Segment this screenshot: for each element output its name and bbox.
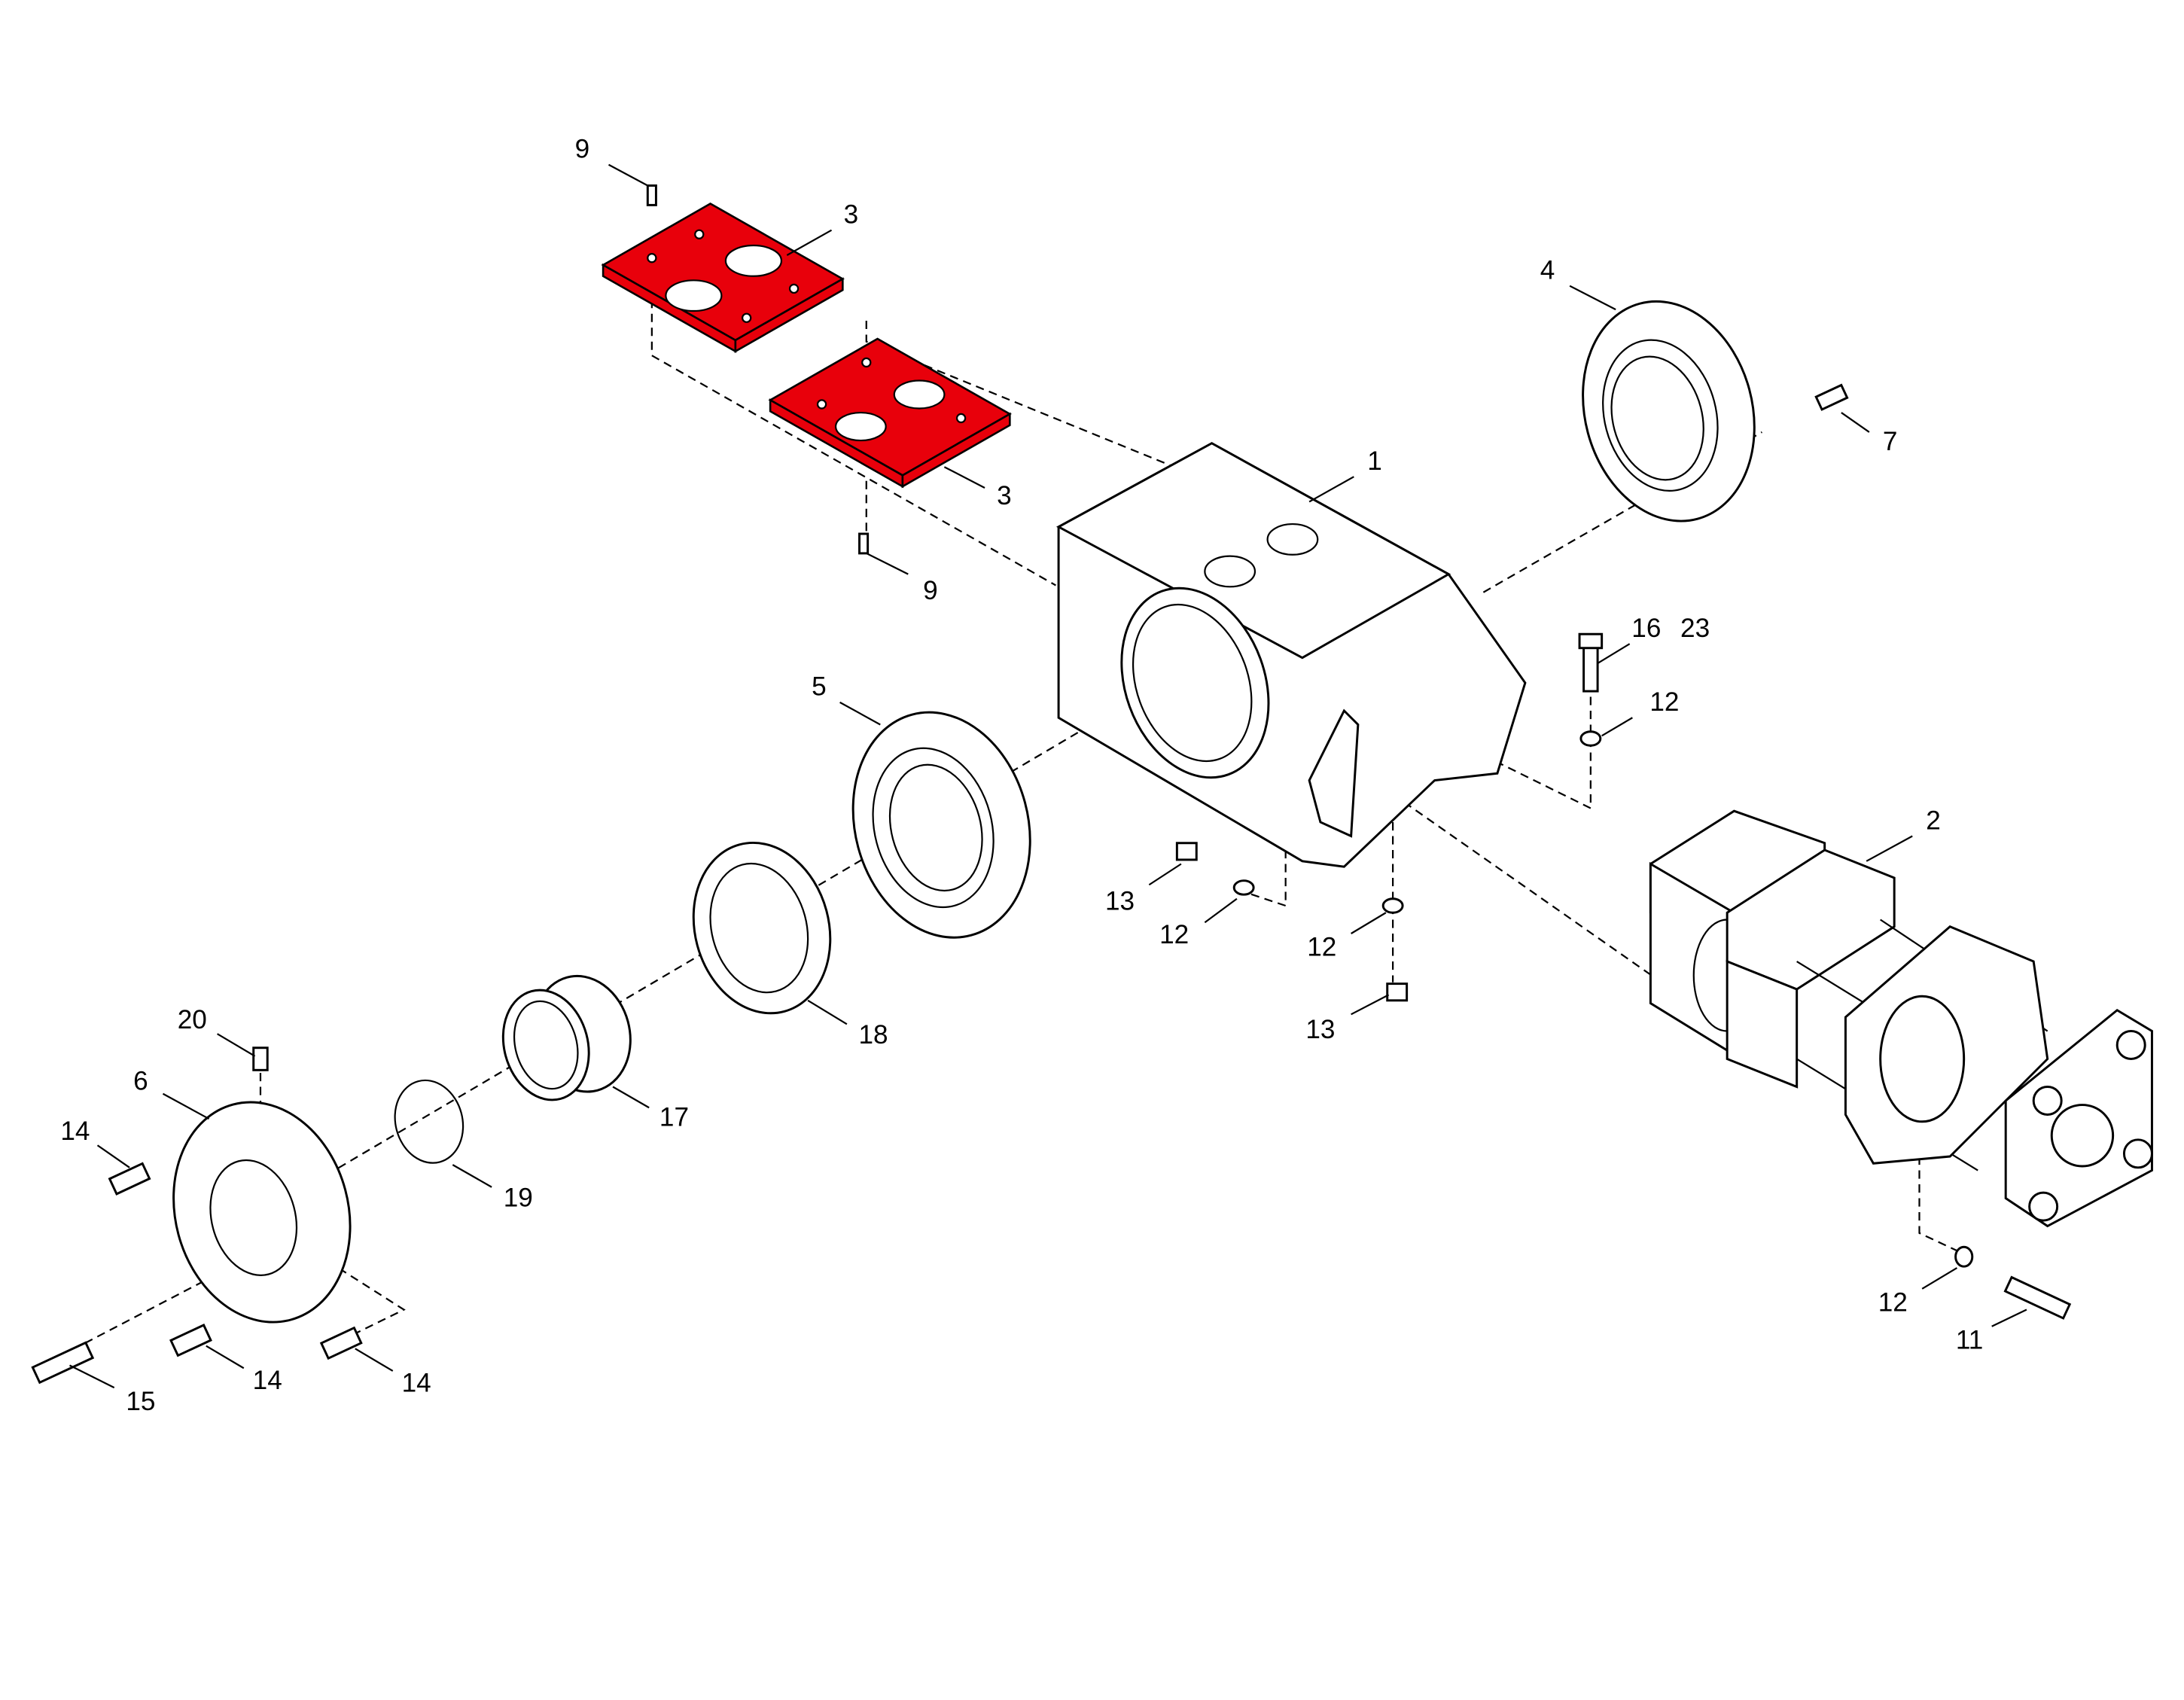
callout-12: 12 (1307, 933, 1336, 962)
callout-14: 14 (60, 1117, 90, 1146)
callout-16: 16 (1631, 614, 1661, 643)
bolt-head-part-16 (1578, 632, 1604, 650)
bushing-part-17 (501, 974, 632, 1101)
screw-part-7 (1814, 383, 1849, 411)
callout-1: 1 (1367, 446, 1382, 476)
flange-part-6 (172, 1101, 352, 1324)
callout-14: 14 (402, 1369, 431, 1398)
washer-part-12 (1579, 730, 1602, 747)
callout-9: 9 (923, 576, 938, 605)
callout-5: 5 (812, 672, 827, 702)
plug-part-13 (1386, 983, 1409, 1002)
callout-6: 6 (133, 1066, 148, 1095)
bolt-part-11 (2003, 1275, 2072, 1320)
callout-labels: 9 3 3 9 4 7 1 16 23 12 5 2 13 12 12 13 1… (60, 135, 1983, 1416)
callout-12: 12 (1878, 1287, 1908, 1317)
seal-part-18 (692, 841, 832, 1015)
grease-fitting-part-20 (252, 1047, 269, 1071)
bolt-part-16 (1582, 642, 1599, 693)
callout-19: 19 (504, 1184, 533, 1213)
callout-3: 3 (844, 200, 859, 229)
flange-part-5 (851, 711, 1031, 939)
plate-part-3-lower (768, 337, 1012, 489)
leader-lines (69, 163, 2027, 1389)
plate-part-3-upper (601, 203, 845, 353)
callout-20: 20 (178, 1005, 207, 1034)
retaining-ring-part-19 (394, 1079, 465, 1164)
callout-18: 18 (858, 1020, 888, 1050)
callout-4: 4 (1540, 255, 1555, 285)
cylinder-assembly-part-2 (1649, 809, 2153, 1228)
plug-part-13 (1175, 842, 1198, 861)
washer-part-12 (1381, 897, 1404, 914)
callout-13: 13 (1105, 887, 1135, 916)
callout-17: 17 (659, 1102, 689, 1132)
callout-2: 2 (1926, 806, 1941, 835)
washer-part-12 (1954, 1245, 1974, 1268)
callout-15: 15 (126, 1387, 155, 1416)
callout-3: 3 (997, 481, 1012, 510)
washer-part-12 (1232, 879, 1255, 896)
callout-23: 23 (1680, 614, 1710, 643)
callout-12: 12 (1649, 687, 1679, 717)
callout-14: 14 (253, 1366, 282, 1395)
screws-part-14-15 (31, 1162, 363, 1385)
callout-7: 7 (1883, 427, 1898, 456)
callout-13: 13 (1305, 1015, 1335, 1044)
callout-9: 9 (575, 135, 590, 164)
callout-11: 11 (1956, 1325, 1983, 1354)
screw-part-9 (646, 184, 870, 555)
flange-part-4 (1582, 300, 1756, 522)
housing-part-1 (1055, 442, 1527, 868)
callout-12: 12 (1159, 920, 1189, 949)
